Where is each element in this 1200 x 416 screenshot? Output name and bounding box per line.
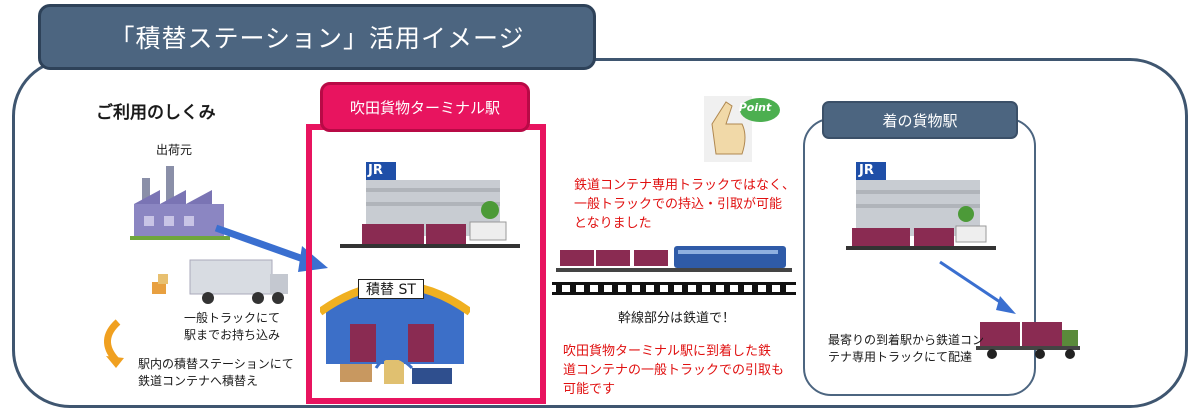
truck-forklift-icon bbox=[152, 259, 288, 304]
destination-text-line: テナ専用トラックにて配達 bbox=[828, 350, 973, 364]
trunk-line-text: 幹線部分は鉄道で！ bbox=[618, 311, 736, 326]
point-text-line: 鉄道コンテナ専用トラックではなく、 bbox=[574, 178, 796, 193]
jr-logo-destination: JR bbox=[859, 163, 874, 178]
destination-text-line: 最寄りの到着駅から鉄道コン bbox=[828, 333, 985, 347]
section-heading: ご利用のしくみ bbox=[96, 103, 216, 123]
delivery-arrow-icon bbox=[939, 260, 1016, 314]
container-truck-icon bbox=[976, 322, 1080, 359]
outer-frame bbox=[12, 58, 1188, 408]
arrival-text-line: 道コンテナの一般トラックでの引取も bbox=[563, 363, 785, 378]
transfer-warehouse-icon bbox=[320, 281, 470, 384]
rail-track-icon bbox=[552, 282, 796, 295]
arrival-text: 吹田貨物ターミナル駅に到着した鉄 道コンテナの一般トラックでの引取も 可能です bbox=[563, 342, 784, 399]
destination-building-icon bbox=[846, 162, 996, 250]
point-text-line: となりました bbox=[574, 216, 652, 231]
arrival-text-line: 吹田貨物ターミナル駅に到着した鉄 bbox=[563, 344, 772, 359]
step2-line: 鉄道コンテナへ積替え bbox=[138, 374, 259, 388]
transfer-station-label: 積替 ST bbox=[358, 279, 424, 299]
destination-station-label: 着の貨物駅 bbox=[822, 101, 1018, 139]
arrow-to-station-icon bbox=[214, 224, 328, 272]
point-text-line: 一般トラックでの持込・引取が可能 bbox=[574, 197, 783, 212]
step1-text: 一般トラックにて 駅までお持ち込み bbox=[156, 310, 280, 344]
step1-line: 駅までお持ち込み bbox=[183, 328, 280, 342]
origin-label: 出荷元 bbox=[156, 143, 193, 157]
jr-logo: JR bbox=[368, 163, 383, 178]
destination-text: 最寄りの到着駅から鉄道コン テナ専用トラックにて配達 bbox=[828, 332, 984, 366]
arrival-text-line: 可能です bbox=[563, 382, 616, 397]
terminal-building-icon bbox=[340, 162, 520, 248]
station-name: 吹田貨物ターミナル駅 bbox=[320, 82, 530, 132]
step1-line: 一般トラックにて bbox=[183, 311, 280, 325]
page-title: 「積替ステーション」活用イメージ bbox=[38, 4, 596, 70]
point-text: 鉄道コンテナ専用トラックではなく、 一般トラックでの持込・引取が可能 となりまし… bbox=[574, 176, 795, 233]
step2-text: 駅内の積替ステーションにて 鉄道コンテナへ積替え bbox=[138, 356, 294, 390]
curved-arrow-icon bbox=[104, 319, 124, 368]
point-badge: Point bbox=[738, 101, 772, 114]
point-hand-icon bbox=[704, 96, 780, 162]
factory-icon bbox=[130, 166, 230, 240]
step2-line: 駅内の積替ステーションにて bbox=[138, 357, 294, 371]
freight-train-icon bbox=[556, 246, 792, 272]
